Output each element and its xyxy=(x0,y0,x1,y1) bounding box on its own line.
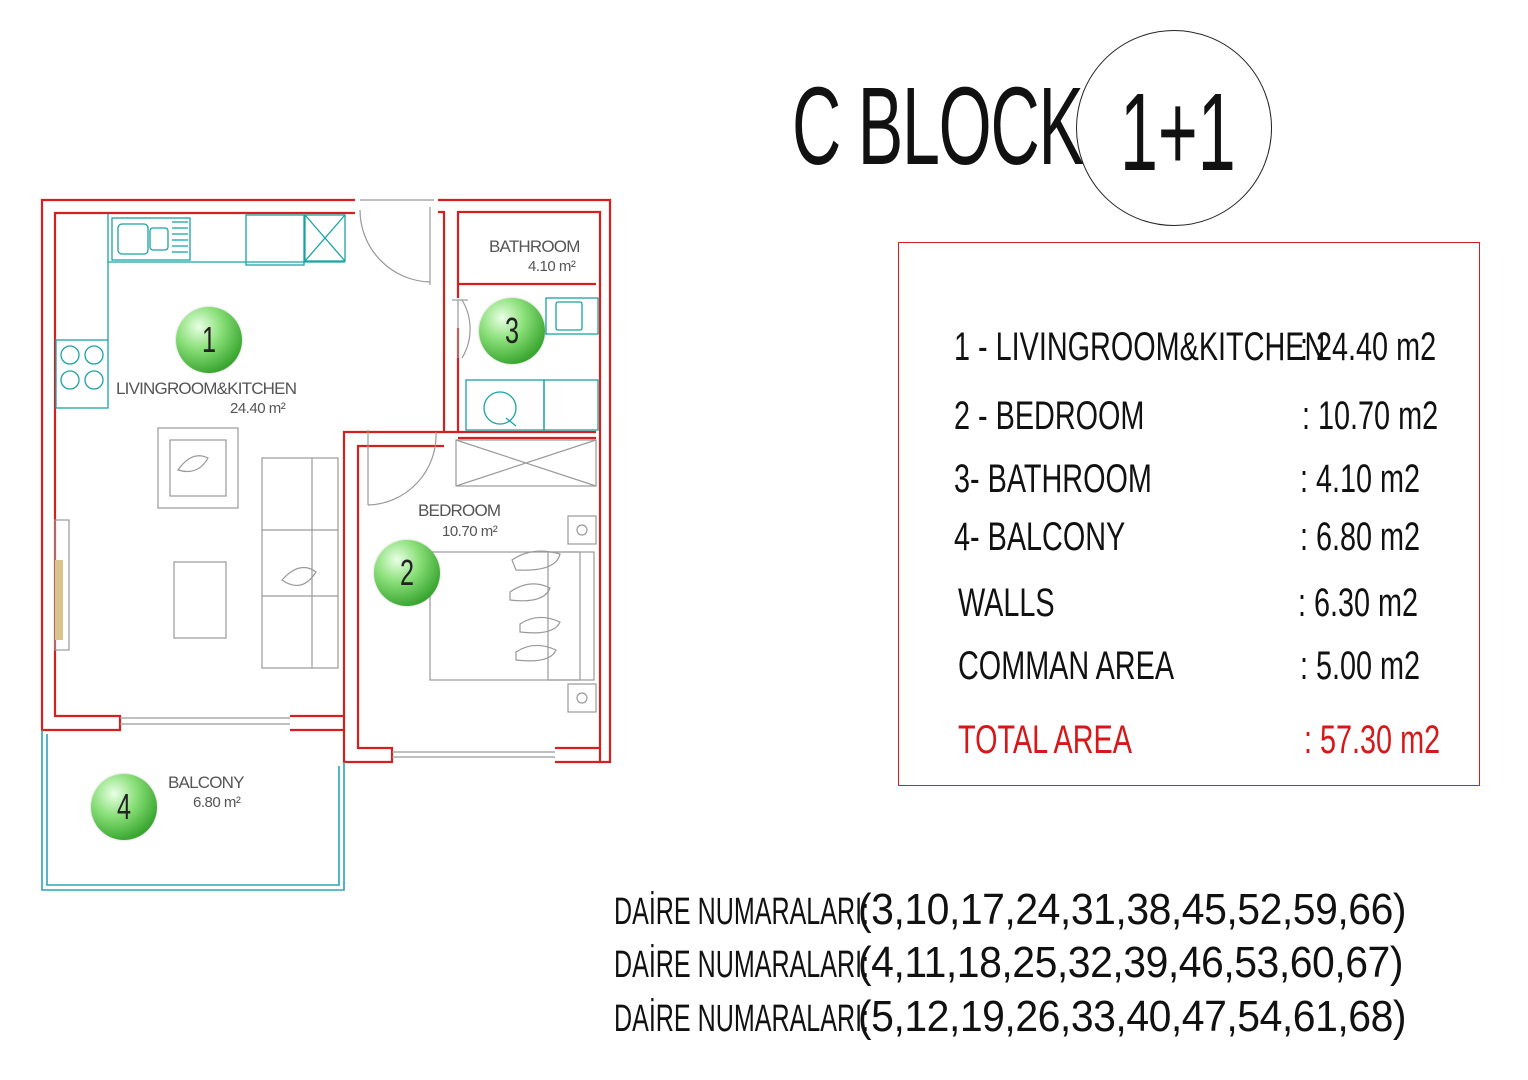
apartment-numbers-values: (4,11,18,25,32,39,46,53,60,67) xyxy=(858,938,1403,987)
area-label-walls: WALLS xyxy=(958,581,1055,625)
area-value-total: : 57.30 m2 xyxy=(1304,718,1441,762)
unit-type-label: 1+1 xyxy=(1120,71,1236,194)
room-badge-number: 1 xyxy=(201,319,217,360)
room-area-living: 24.40 m² xyxy=(230,400,286,417)
room-area-bathroom: 4.10 m² xyxy=(528,258,576,275)
room-label-bathroom: BATHROOM xyxy=(489,237,580,256)
apartment-numbers-row-3: DAİRE NUMARALARI: (5,12,19,26,33,40,47,5… xyxy=(614,995,1406,1041)
area-value-living: : 24.40 m2 xyxy=(1300,325,1437,369)
exterior-walls xyxy=(40,198,612,764)
area-label-bathroom: 3- BATHROOM xyxy=(954,457,1152,501)
balcony-outline xyxy=(41,730,345,891)
area-value-bedroom: : 10.70 m2 xyxy=(1302,394,1439,438)
room-area-bedroom: 10.70 m² xyxy=(442,523,498,540)
area-value-bathroom: : 4.10 m2 xyxy=(1300,457,1421,501)
bedroom-furniture xyxy=(429,439,597,713)
kitchen-fixtures xyxy=(55,214,346,409)
room-badge-number: 3 xyxy=(504,310,520,351)
room-badge-3: 3 xyxy=(479,298,545,364)
area-label-total: TOTAL AREA xyxy=(958,718,1132,762)
room-badge-2: 2 xyxy=(374,540,440,606)
apartment-numbers-row-1: DAİRE NUMARALARI: (3,10,17,24,31,38,45,5… xyxy=(614,888,1406,934)
room-badge-number: 4 xyxy=(116,786,132,827)
living-furniture xyxy=(157,427,339,669)
area-value-common: : 5.00 m2 xyxy=(1300,644,1421,688)
block-title: C BLOCK xyxy=(792,65,1084,188)
area-value-walls: : 6.30 m2 xyxy=(1298,581,1419,625)
window-frame xyxy=(55,560,63,640)
room-badge-number: 2 xyxy=(399,552,415,593)
room-area-balcony: 6.80 m² xyxy=(193,794,241,811)
room-badge-1: 1 xyxy=(176,307,242,373)
apartment-numbers-values: (3,10,17,24,31,38,45,52,59,66) xyxy=(858,885,1407,934)
area-label-common: COMMAN AREA xyxy=(958,644,1175,688)
apartment-numbers-label: DAİRE NUMARALARI: xyxy=(614,944,870,986)
area-value-balcony: : 6.80 m2 xyxy=(1300,515,1421,559)
bathroom-fixtures xyxy=(465,297,599,431)
room-label-bedroom: BEDROOM xyxy=(418,501,501,520)
area-label-bedroom: 2 - BEDROOM xyxy=(954,394,1145,438)
area-label-balcony: 4- BALCONY xyxy=(954,515,1126,559)
area-table xyxy=(898,242,1480,786)
windows-doors xyxy=(54,199,555,758)
room-badge-4: 4 xyxy=(91,774,157,840)
room-label-balcony: BALCONY xyxy=(168,773,244,792)
apartment-numbers-label: DAİRE NUMARALARI: xyxy=(614,998,870,1040)
apartment-numbers-values: (5,12,19,26,33,40,47,54,61,68) xyxy=(858,992,1407,1041)
apartment-numbers-row-2: DAİRE NUMARALARI: (4,11,18,25,32,39,46,5… xyxy=(614,941,1403,987)
unit-type-circle xyxy=(1076,30,1272,226)
area-label-living: 1 - LIVINGROOM&KITCHEN xyxy=(954,325,1326,369)
apartment-numbers-label: DAİRE NUMARALARI: xyxy=(614,891,870,933)
room-label-living: LIVINGROOM&KITCHEN xyxy=(116,379,297,398)
